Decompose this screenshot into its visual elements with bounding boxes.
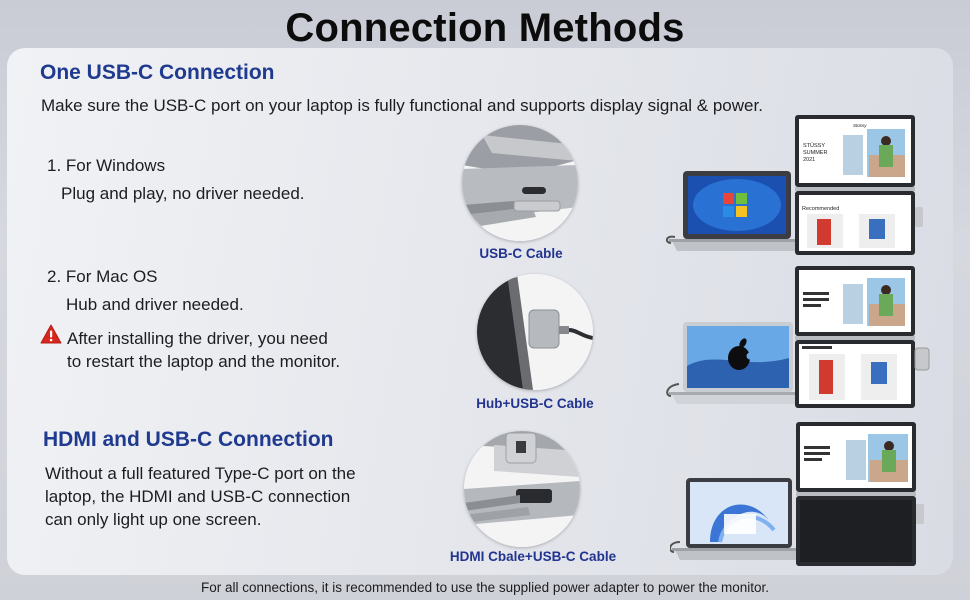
screen-recommended: Recommended	[802, 206, 839, 212]
mac-desc: Hub and driver needed.	[66, 295, 244, 314]
usbc-intro-text: Make sure the USB-C port on your laptop …	[41, 96, 763, 115]
usbc-section-heading: One USB-C Connection	[40, 61, 275, 84]
windows-title: 1. For Windows	[47, 156, 166, 175]
hdmi-section-heading: HDMI and USB-C Connection	[43, 428, 334, 451]
screen-headline-1: STÜSSY	[803, 142, 825, 149]
mac-setup-illustration	[666, 266, 930, 408]
windows-setup-illustration: Stüssy STÜSSY SUMMER 2021 Recommended	[665, 115, 923, 255]
hdmi-desc-line3: can only light up one screen.	[45, 510, 262, 529]
mac-warning-line1: After installing the driver, you need	[67, 329, 328, 348]
hdmi-desc-line2: laptop, the HDMI and USB-C connection	[45, 487, 351, 506]
hub-cable-image	[477, 274, 593, 390]
hdmi-setup-illustration	[670, 422, 924, 566]
screen-brand: Stüssy	[853, 123, 867, 128]
screen-headline-2: SUMMER	[803, 150, 827, 156]
mac-title: 2. For Mac OS	[47, 267, 158, 286]
hdmi-cable-image	[464, 431, 580, 547]
footer-note: For all connections, it is recommended t…	[200, 580, 770, 595]
screen-headline-3: 2021	[803, 157, 815, 163]
hub-cable-caption: Hub+USB-C Cable	[476, 396, 594, 411]
usbc-cable-image	[462, 125, 578, 241]
hdmi-desc-line1: Without a full featured Type-C port on t…	[45, 464, 356, 483]
windows-logo-icon	[723, 193, 747, 217]
mac-warning-line2: to restart the laptop and the monitor.	[67, 352, 341, 371]
windows-desc: Plug and play, no driver needed.	[61, 184, 305, 203]
usbc-cable-caption: USB-C Cable	[479, 246, 563, 261]
apple-logo-icon	[728, 338, 754, 370]
hdmi-cable-caption: HDMI Cbale+USB-C Cable	[449, 549, 617, 564]
warning-icon	[40, 324, 62, 344]
page-title: Connection Methods	[285, 6, 685, 50]
